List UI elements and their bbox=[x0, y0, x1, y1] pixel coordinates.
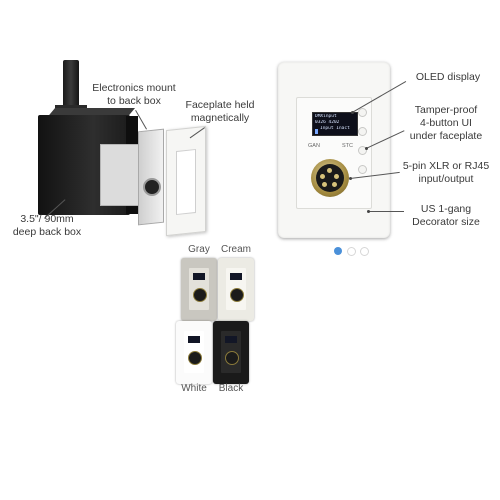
callout-xlr-rj45: 5-pin XLR or RJ45 input/output bbox=[402, 160, 490, 185]
oled-level-indicator bbox=[315, 129, 318, 134]
leader-dot bbox=[367, 210, 370, 213]
variant-inner-panel bbox=[221, 331, 241, 373]
leader-dot bbox=[349, 177, 352, 180]
electronics-module bbox=[138, 128, 164, 226]
xlr-pin bbox=[320, 174, 325, 179]
variant-inner-panel bbox=[184, 331, 204, 373]
variant-inner-panel bbox=[226, 268, 246, 310]
oled-line-1: DMXinput bbox=[315, 114, 337, 119]
ui-button-4 bbox=[358, 165, 367, 174]
oled-line-3: Input Inact bbox=[320, 126, 350, 131]
variant-oled bbox=[188, 336, 200, 343]
xlr-socket-icon bbox=[316, 164, 344, 192]
variant-xlr-icon bbox=[230, 288, 244, 302]
leader-line bbox=[368, 211, 404, 212]
variant-label-cream: Cream bbox=[220, 244, 251, 255]
xlr-connector-icon bbox=[143, 178, 161, 196]
variant-white[interactable] bbox=[176, 321, 212, 384]
variant-xlr-icon bbox=[193, 288, 207, 302]
variant-oled bbox=[230, 273, 242, 280]
callout-oled-display: OLED display bbox=[415, 71, 481, 83]
variant-cream[interactable] bbox=[218, 258, 254, 321]
callout-electronics-mount: Electronics mount to back box bbox=[92, 82, 176, 107]
variant-label-gray: Gray bbox=[188, 244, 210, 255]
carousel-dot-2[interactable] bbox=[347, 247, 356, 256]
callout-back-box-depth: 3.5"/ 90mm deep back box bbox=[12, 213, 82, 238]
leader-dot bbox=[351, 111, 354, 114]
variant-label-white: White bbox=[181, 383, 207, 394]
variant-xlr-icon bbox=[225, 351, 239, 365]
faceplate-opening bbox=[176, 148, 196, 216]
xlr-pin bbox=[332, 182, 337, 187]
ui-button-3 bbox=[358, 146, 367, 155]
stc-label: STC bbox=[342, 143, 353, 149]
oled-display: DMXinput 0326 4202 Input Inact bbox=[312, 112, 358, 136]
xlr-pin bbox=[327, 168, 332, 173]
callout-us-gang: US 1-gang Decorator size bbox=[412, 203, 480, 228]
callout-faceplate-held: Faceplate held magnetically bbox=[185, 99, 255, 124]
variant-black[interactable] bbox=[213, 321, 249, 384]
oled-line-2: 0326 4202 bbox=[315, 120, 340, 125]
tamper-proof-buttons bbox=[358, 108, 368, 180]
mount-bracket bbox=[100, 144, 144, 206]
carousel-dot-3[interactable] bbox=[360, 247, 369, 256]
xlr-pin bbox=[334, 174, 339, 179]
variant-oled bbox=[193, 273, 205, 280]
leader-dot bbox=[365, 147, 368, 150]
variant-oled bbox=[225, 336, 237, 343]
carousel-dot-1[interactable] bbox=[334, 247, 342, 255]
variant-xlr-icon bbox=[188, 351, 202, 365]
gain-label: GAN bbox=[308, 143, 320, 149]
variant-label-black: Black bbox=[218, 383, 244, 394]
xlr-pin bbox=[322, 182, 327, 187]
variant-inner-panel bbox=[189, 268, 209, 310]
callout-tamper-proof: Tamper-proof 4-button UI under faceplate bbox=[409, 104, 483, 142]
variant-gray[interactable] bbox=[181, 258, 217, 321]
ui-button-1 bbox=[358, 108, 367, 117]
ui-button-2 bbox=[358, 127, 367, 136]
